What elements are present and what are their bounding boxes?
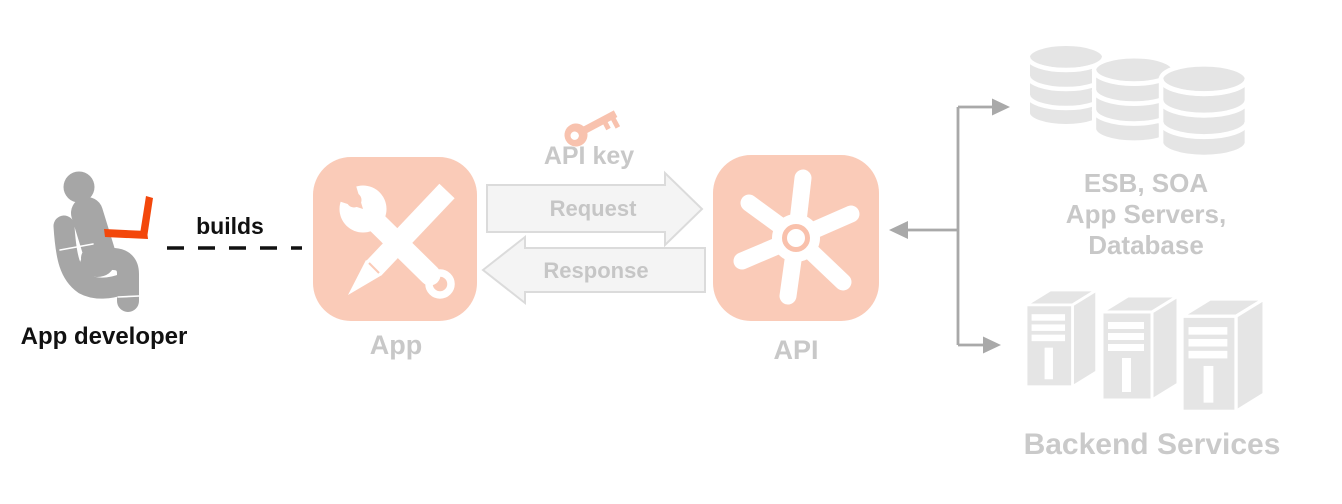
backend-services-label: Backend Services (1023, 428, 1281, 461)
api-key-label: API key (543, 142, 635, 170)
database-stack-icon (1028, 44, 1247, 157)
esb-soa-line2: App Servers, (1065, 199, 1227, 229)
esb-soa-line3: Database (1088, 230, 1204, 260)
connector-arrowheads (889, 98, 1010, 354)
laptop-icon (104, 196, 153, 239)
response-label: Response (543, 258, 649, 283)
esb-soa-label: ESB, SOA App Servers, Database (1066, 168, 1226, 261)
request-label: Request (549, 196, 637, 221)
app-developer-label: App developer (20, 323, 188, 350)
builds-label: builds (196, 213, 264, 239)
app-icon (313, 157, 477, 321)
request-arrow (486, 170, 704, 248)
app-label: App (369, 330, 423, 360)
response-arrow (481, 234, 706, 306)
gear-asterisk-icon (733, 169, 860, 305)
connector-lines (908, 105, 993, 347)
person-icon (53, 171, 140, 312)
pencil-icon (348, 183, 455, 295)
server-stack-icon (1024, 288, 1266, 413)
api-label: API (773, 335, 819, 365)
api-icon (713, 155, 879, 321)
key-icon (564, 110, 621, 147)
esb-soa-line1: ESB, SOA (1083, 168, 1209, 198)
